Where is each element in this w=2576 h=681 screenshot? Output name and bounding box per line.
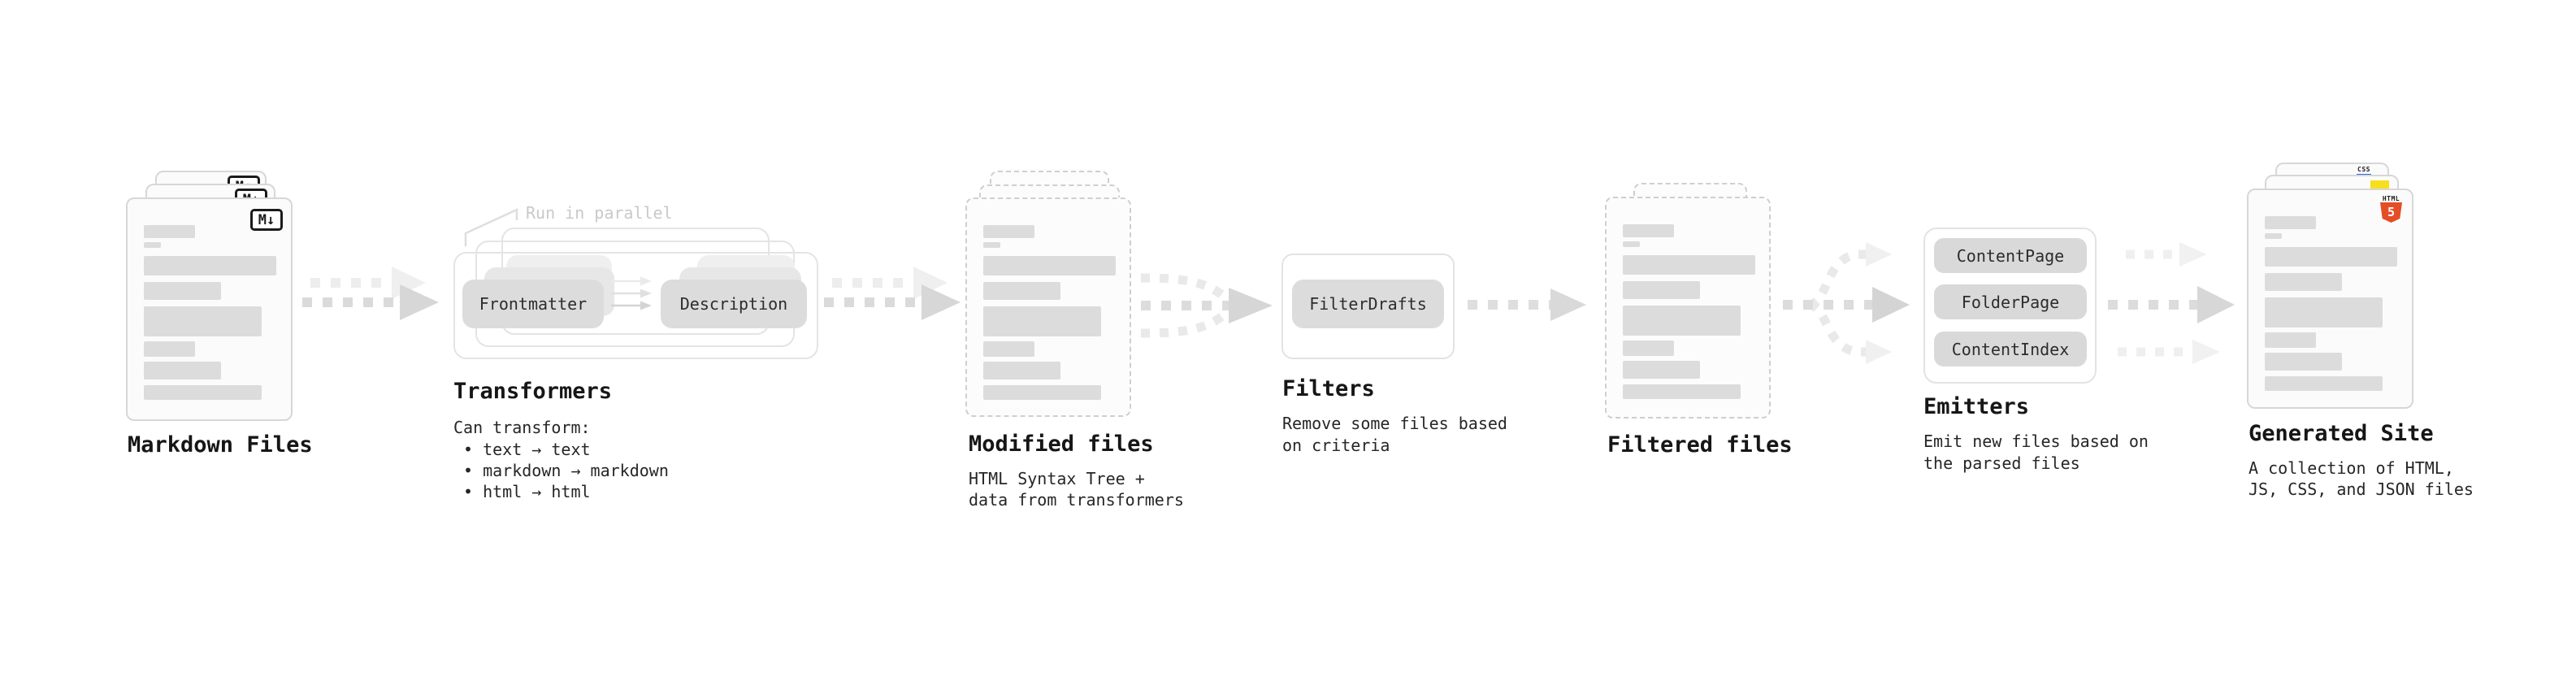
generated-site-desc: A collection of HTML, [2249,458,2454,478]
transformers-bullet: • markdown → markdown [463,461,669,480]
emitters-desc: the parsed files [1923,453,2080,473]
stage-markdown-files: M↓ M↓ M↓ [126,171,298,423]
file-card-front: M↓ [126,197,293,421]
skeleton-line [1623,281,1700,299]
filters-desc: Remove some files based [1282,414,1507,433]
skeleton-line [2265,216,2316,229]
skeleton-line [144,242,161,248]
stage-label-generated-site: Generated Site [2249,421,2434,446]
stage-filtered-files [1605,183,1776,423]
modified-files-desc: data from transformers [969,490,1184,510]
transformer-frame-front [453,252,818,359]
skeleton-line [2265,297,2383,327]
skeleton-line [1623,361,1700,379]
flow-arrow-filters-to-filtered [1468,288,1586,321]
stage-label-filters: Filters [1282,376,1375,401]
skeleton-line [144,362,221,380]
note-pointer-line [464,208,518,246]
stage-label-modified-files: Modified files [969,432,1154,457]
skeleton-line [983,225,1034,238]
skeleton-line [2265,376,2383,391]
stage-label-emitters: Emitters [1923,394,2030,419]
skeleton-line [144,225,195,238]
markdown-icon: M↓ [250,209,283,231]
html5-icon-shield: 5 [2380,202,2402,223]
skeleton-line [2265,233,2282,239]
filters-desc: on criteria [1282,436,1390,455]
skeleton-line [1623,255,1755,275]
skeleton-line [1623,384,1741,399]
transform-arrows [611,276,652,310]
markdown-icon-label: M↓ [258,211,275,228]
stage-label-markdown-files: Markdown Files [128,432,313,458]
skeleton-line [983,341,1034,357]
skeleton-line [144,341,195,357]
emitters-desc: Emit new files based on [1923,432,2149,451]
skeleton-line [1623,241,1640,247]
flow-arrow-filtered-to-emitters [1783,242,1910,364]
html5-icon: HTML 5 [2380,195,2402,223]
skeleton-line [983,282,1060,300]
file-card-front [1605,197,1771,419]
skeleton-line [1623,224,1674,237]
description-pill: Description [661,280,807,328]
css-icon-label: CSS [2357,166,2370,173]
skeleton-line [983,242,1000,248]
contentindex-pill: ContentIndex [1934,332,2087,367]
stage-generated-site: CSS HTML 5 [2247,163,2418,414]
skeleton-line [1623,340,1674,356]
skeleton-line [144,306,262,336]
skeleton-line [983,306,1101,336]
skeleton-line [2265,353,2342,371]
skeleton-line [2265,273,2342,291]
contentpage-pill: ContentPage [1934,238,2087,273]
skeleton-line [144,385,262,400]
javascript-icon [2370,180,2389,191]
flow-arrow-transformers-to-modified [824,267,961,320]
folderpage-pill: FolderPage [1934,284,2087,319]
stage-label-transformers: Transformers [453,379,613,404]
skeleton-line [983,362,1060,380]
generated-site-desc: JS, CSS, and JSON files [2249,479,2474,499]
skeleton-line [2265,332,2316,348]
html5-icon-label: HTML [2382,195,2400,202]
flow-arrow-emitters-to-generated [2108,242,2235,364]
stage-label-filtered-files: Filtered files [1607,432,1793,458]
transformers-bullet: • html → html [463,482,591,501]
frontmatter-pill: Frontmatter [462,280,604,328]
transformers-bullet: • text → text [463,440,591,459]
skeleton-line [983,256,1116,275]
filterdrafts-pill: FilterDrafts [1292,280,1444,328]
skeleton-line [144,282,221,300]
skeleton-line [144,256,276,275]
flow-arrow-markdown-to-transformers [302,267,439,320]
skeleton-line [983,385,1101,400]
skeleton-line [2265,247,2397,267]
flow-arrow-modified-to-filters [1140,273,1273,338]
modified-files-desc: HTML Syntax Tree + [969,469,1145,488]
run-in-parallel-note: Run in parallel [526,203,673,223]
file-card-front [965,197,1131,417]
transformers-body-title: Can transform: [453,418,591,437]
skeleton-line [1623,306,1741,336]
stage-modified-files [965,171,1136,423]
html5-icon-number: 5 [2387,205,2396,219]
file-card-front: HTML 5 [2247,189,2413,409]
